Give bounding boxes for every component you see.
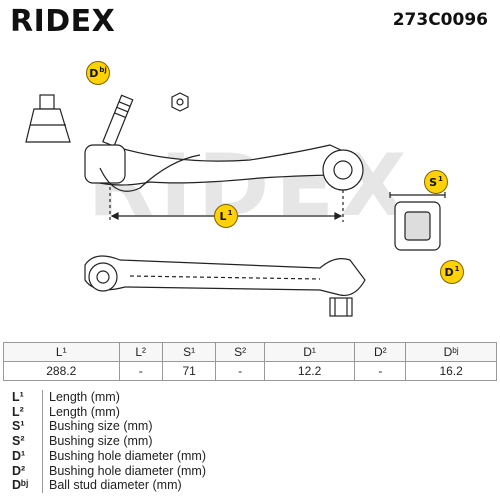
control-arm-drawing: RIDEX bbox=[25, 92, 446, 317]
nut-icon bbox=[171, 92, 189, 112]
val-l2: - bbox=[118, 361, 163, 381]
val-s2: - bbox=[215, 361, 265, 381]
spec-value-row: 288.2 - 71 - 12.2 - 16.2 bbox=[3, 361, 497, 381]
val-dbj: 16.2 bbox=[405, 361, 497, 381]
col-d1: D¹ bbox=[263, 342, 356, 362]
part-number: 273C0096 bbox=[392, 10, 488, 30]
arm-side-view bbox=[84, 255, 366, 297]
bolt-icon bbox=[25, 94, 71, 143]
col-l2: L² bbox=[118, 342, 163, 362]
brand-logo: RIDEX bbox=[10, 4, 116, 39]
col-l1: L¹ bbox=[3, 342, 120, 362]
col-d2: D² bbox=[354, 342, 407, 362]
val-l1: 288.2 bbox=[3, 361, 120, 381]
watermark: RIDEX bbox=[88, 136, 413, 236]
spec-header-row: L¹ L² S¹ S² D¹ D² Dᵇʲ bbox=[3, 342, 497, 362]
col-dbj: Dᵇʲ bbox=[405, 342, 497, 362]
spec-table: L¹ L² S¹ S² D¹ D² Dᵇʲ 288.2 - 71 - 12.2 … bbox=[3, 342, 497, 381]
val-s1: 71 bbox=[161, 361, 217, 381]
val-d2: - bbox=[354, 361, 407, 381]
col-s2: S² bbox=[215, 342, 265, 362]
ball-stud bbox=[102, 94, 134, 147]
val-d1: 12.2 bbox=[263, 361, 356, 381]
bushing-detail bbox=[389, 192, 446, 251]
col-s1: S¹ bbox=[161, 342, 217, 362]
